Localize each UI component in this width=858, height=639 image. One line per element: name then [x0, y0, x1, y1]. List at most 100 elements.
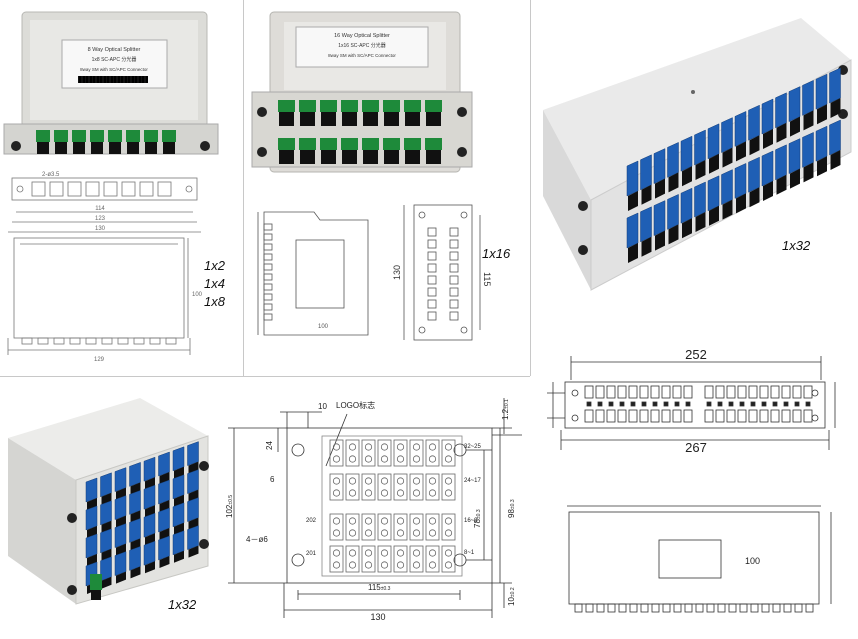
label-note: 8way SM with SC/APC Connector: [328, 53, 396, 58]
port-range-24-17: 24~17: [464, 478, 482, 484]
port-marker: [663, 401, 669, 407]
blue-port: [85, 505, 98, 531]
splitter-1x32-cube-photo: [8, 398, 209, 605]
green-port: [36, 130, 50, 142]
blue-port: [129, 546, 141, 571]
port-marker: [783, 401, 789, 407]
port-slot: [683, 409, 693, 423]
dim-252: 252: [685, 347, 707, 362]
adapter-outline: [409, 545, 424, 573]
adapter-outline: [345, 439, 360, 467]
edge-tooth: [263, 263, 273, 271]
caption-1x2: 1x2: [204, 258, 225, 273]
edge-tooth: [717, 603, 726, 613]
adapter-outline: [361, 439, 376, 467]
port-slot: [427, 299, 437, 309]
blue-port: [114, 495, 127, 520]
adapter-hole: [380, 477, 389, 485]
green-port: [54, 130, 68, 142]
blue-port: [143, 512, 156, 538]
blue-port: [100, 472, 112, 498]
edge-tooth: [117, 337, 129, 345]
adapter-hole: [444, 443, 453, 451]
label-note: 8way SM with SC/APC Connector: [80, 67, 148, 72]
adapter-hole: [332, 489, 341, 497]
divider: [0, 376, 530, 377]
port-dust-cap: [384, 112, 399, 126]
port-marker: [630, 401, 636, 407]
port-marker: [761, 401, 767, 407]
dim-6: 6: [270, 475, 275, 484]
edge-tooth: [706, 603, 715, 613]
port-dust-cap: [279, 112, 294, 126]
edge-tooth: [263, 223, 273, 231]
blue-port: [748, 104, 760, 141]
port-marker: [586, 401, 592, 407]
port-slot: [31, 181, 46, 197]
adapter-outline: [409, 513, 424, 541]
port-marker: [685, 401, 691, 407]
dim-holes: 4－ø6: [246, 535, 268, 544]
port-dust-cap: [790, 116, 800, 137]
caption-1x8: 1x8: [204, 294, 225, 309]
port-slot: [704, 409, 714, 423]
port-slot: [617, 385, 627, 399]
blue-port: [680, 187, 693, 224]
port-dust-cap: [321, 112, 336, 126]
caption-1x16: 1x16: [482, 246, 511, 261]
adapter-hole: [428, 489, 437, 497]
edge-tooth: [772, 603, 781, 613]
dim-130: 130: [392, 265, 402, 280]
edge-tooth: [662, 603, 671, 613]
port-dust-cap: [426, 150, 441, 164]
port-slot: [628, 385, 638, 399]
green-port: [341, 138, 358, 150]
adapter-hole: [412, 549, 421, 557]
green-port: [90, 130, 104, 142]
port-dust-cap: [363, 112, 378, 126]
adapter-hole: [380, 529, 389, 537]
blue-port: [626, 160, 639, 197]
adapter-hole: [348, 489, 357, 497]
port-slot: [792, 385, 802, 399]
adapter-hole: [332, 455, 341, 463]
dim-114: 114: [95, 206, 105, 212]
adapter-hole: [412, 517, 421, 525]
port-slot: [781, 409, 791, 423]
port-slot: [427, 287, 437, 297]
port-slot: [803, 385, 813, 399]
adapter-outline: [393, 545, 408, 573]
label-title: 8 Way Optical Splitter: [88, 47, 141, 53]
port-slot: [683, 385, 693, 399]
port-dust-cap: [91, 142, 103, 154]
label-title: 16 Way Optical Splitter: [334, 33, 390, 39]
drawing-front-view: [403, 204, 481, 341]
port-dust-cap: [188, 461, 199, 474]
green-port: [362, 100, 379, 112]
blue-port: [100, 528, 112, 554]
port-marker: [739, 401, 745, 407]
port-slot: [726, 385, 736, 399]
adapter-outline: [409, 473, 424, 501]
blue-port: [187, 469, 199, 494]
edge-tooth: [761, 603, 770, 613]
port-slot: [617, 409, 627, 423]
edge-tooth: [101, 337, 113, 345]
port-marker: [794, 401, 800, 407]
edge-tooth: [673, 603, 682, 613]
adapter-hole: [364, 549, 373, 557]
adapter-hole: [412, 489, 421, 497]
blue-port: [775, 144, 787, 181]
green-port: [108, 130, 122, 142]
blue-port: [187, 525, 199, 550]
adapter-hole: [348, 517, 357, 525]
caption-1x32-cube: 1x32: [168, 597, 197, 612]
edge-tooth: [618, 603, 627, 613]
port-dust-cap: [163, 142, 175, 154]
port-slot: [85, 181, 100, 197]
blue-port: [85, 477, 98, 503]
adapter-hole: [364, 561, 373, 569]
drawing-side-view: [257, 211, 369, 336]
adapter-hole: [428, 455, 437, 463]
